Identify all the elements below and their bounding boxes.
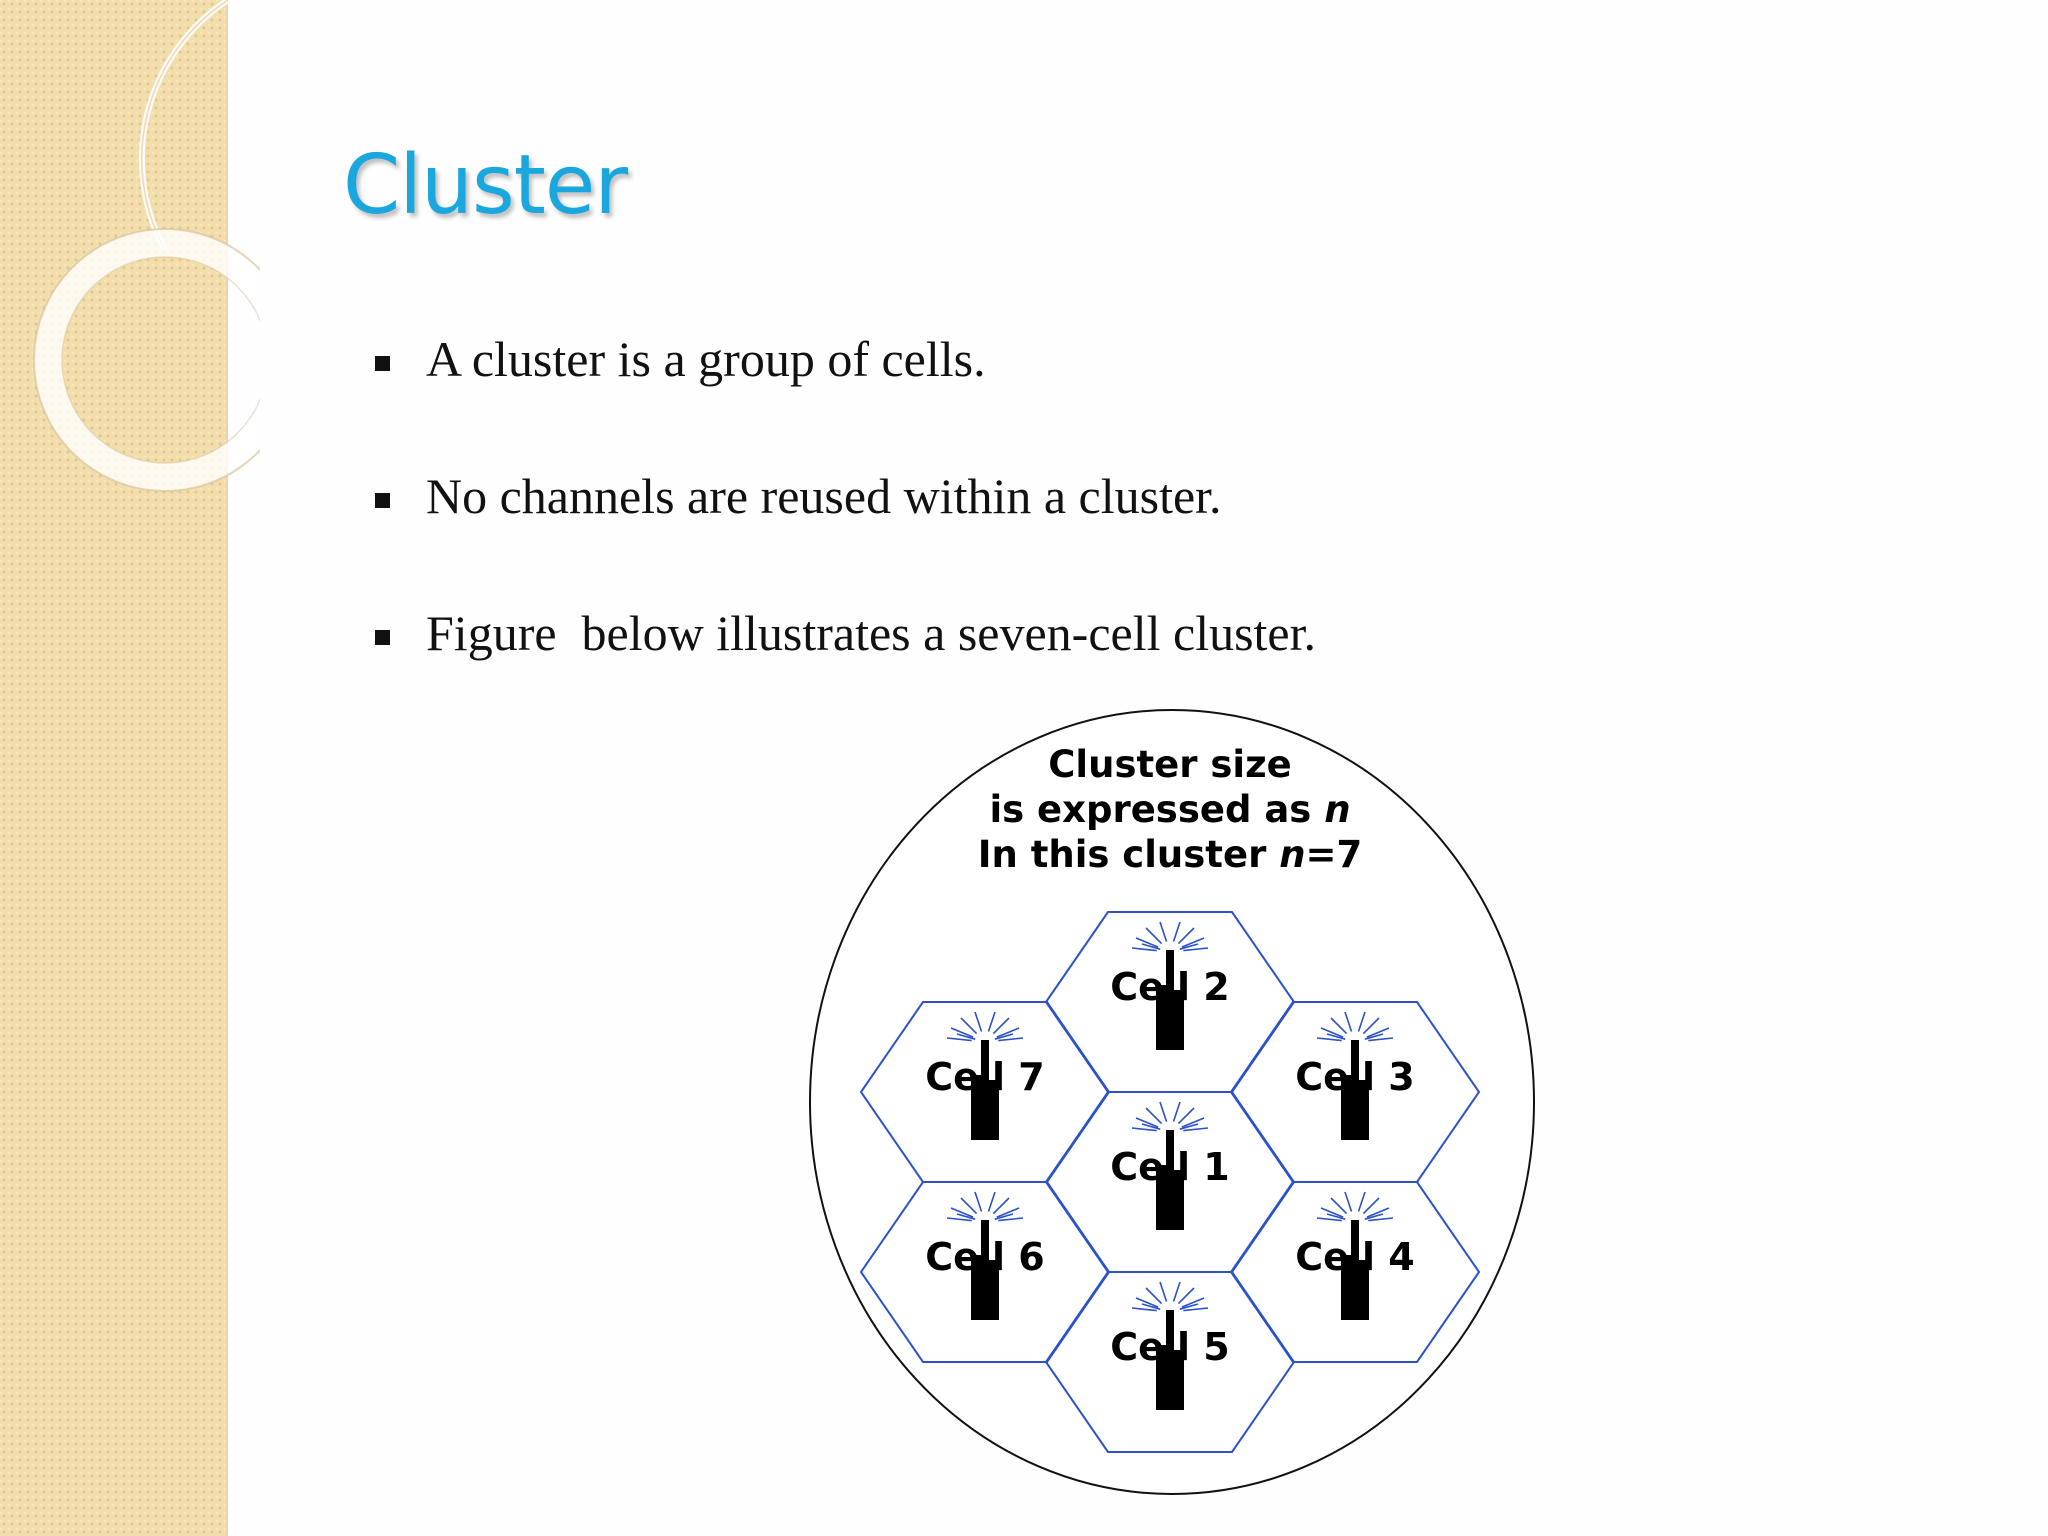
slide-title: Cluster bbox=[343, 138, 628, 233]
radio-tower-icon bbox=[1131, 921, 1209, 1050]
radio-tower-icon bbox=[1131, 1281, 1209, 1410]
cell-label: Cell 4 bbox=[1295, 1235, 1414, 1279]
cell-label: Cell 6 bbox=[925, 1235, 1044, 1279]
square-bullet-icon bbox=[375, 356, 390, 371]
bullet-item: A cluster is a group of cells. bbox=[375, 330, 986, 467]
radio-tower-icon bbox=[1316, 1011, 1394, 1140]
cell-7: Cell 7 bbox=[859, 1001, 1111, 1183]
radio-tower-icon bbox=[1316, 1191, 1394, 1320]
cell-5: Cell 5 bbox=[1044, 1271, 1296, 1453]
bullet-item: No channels are reused within a cluster. bbox=[375, 467, 1222, 604]
cell-label: Cell 7 bbox=[925, 1055, 1044, 1099]
caption-line-2: is expressed as n bbox=[989, 788, 1350, 831]
cell-1: Cell 1 bbox=[1044, 1091, 1296, 1273]
square-bullet-icon bbox=[375, 493, 390, 508]
square-bullet-icon bbox=[375, 630, 390, 645]
bullet-text: Figure below illustrates a seven-cell cl… bbox=[426, 605, 1317, 661]
bullet-item: Figure below illustrates a seven-cell cl… bbox=[375, 604, 1316, 741]
bullet-list: A cluster is a group of cells. No channe… bbox=[375, 330, 1316, 741]
caption-line-1: Cluster size bbox=[1048, 743, 1291, 786]
cell-group: Cell 1 Cell 2 Cell 3 Cell 4 Cell 5 Cell 6 Cell… bbox=[859, 911, 1481, 1453]
cell-4: Cell 4 bbox=[1229, 1181, 1481, 1363]
cell-label: Cell 5 bbox=[1110, 1325, 1229, 1369]
cell-6: Cell 6 bbox=[859, 1181, 1111, 1363]
cell-label: Cell 2 bbox=[1110, 965, 1229, 1009]
bullet-text: A cluster is a group of cells. bbox=[426, 331, 986, 387]
radio-tower-icon bbox=[946, 1011, 1024, 1140]
cell-label: Cell 3 bbox=[1295, 1055, 1414, 1099]
cell-hexagon bbox=[859, 1001, 1111, 1183]
cluster-diagram: Cluster size is expressed as n In this c… bbox=[809, 709, 1535, 1495]
caption-line-3: In this cluster n=7 bbox=[978, 833, 1363, 876]
radio-tower-icon bbox=[1131, 1101, 1209, 1230]
sidebar-edge bbox=[226, 0, 228, 1536]
radio-tower-icon bbox=[946, 1191, 1024, 1320]
cell-label: Cell 1 bbox=[1110, 1145, 1229, 1189]
bullet-text: No channels are reused within a cluster. bbox=[426, 468, 1222, 524]
decorative-rings bbox=[33, 0, 260, 492]
